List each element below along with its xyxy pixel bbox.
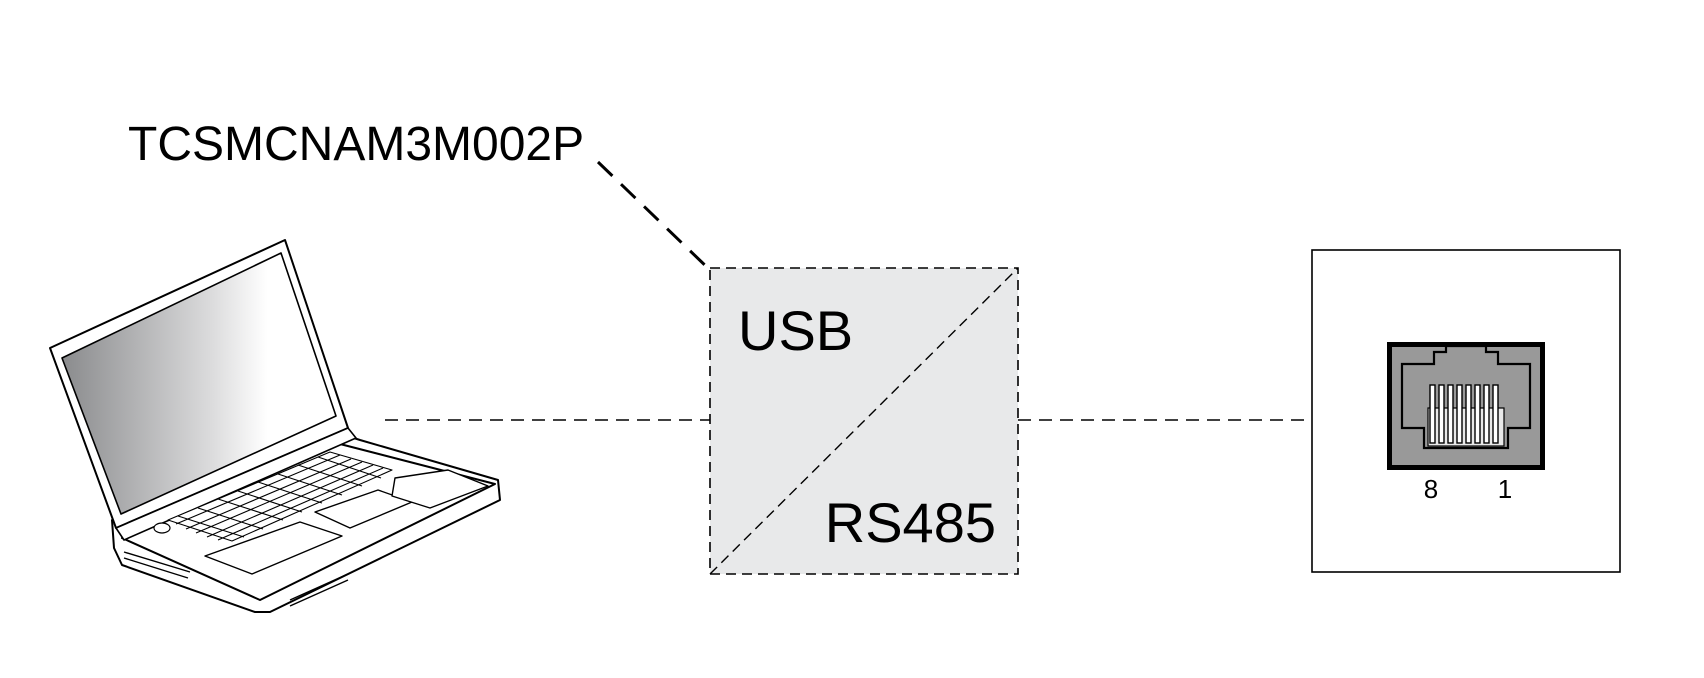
rj45-port-icon [1387, 342, 1545, 470]
part-number-label: TCSMCNAM3M002P [128, 118, 584, 171]
laptop-icon [49, 239, 501, 613]
leader-line [596, 160, 714, 274]
usb-rs485-converter: USB RS485 [709, 267, 1019, 575]
converter-label-rs485: RS485 [825, 491, 996, 554]
converter-label-usb: USB [738, 299, 853, 362]
port-panel: 8 1 [1311, 249, 1621, 573]
pin-label-8: 8 [1424, 474, 1438, 504]
pin-label-1: 1 [1498, 474, 1512, 504]
